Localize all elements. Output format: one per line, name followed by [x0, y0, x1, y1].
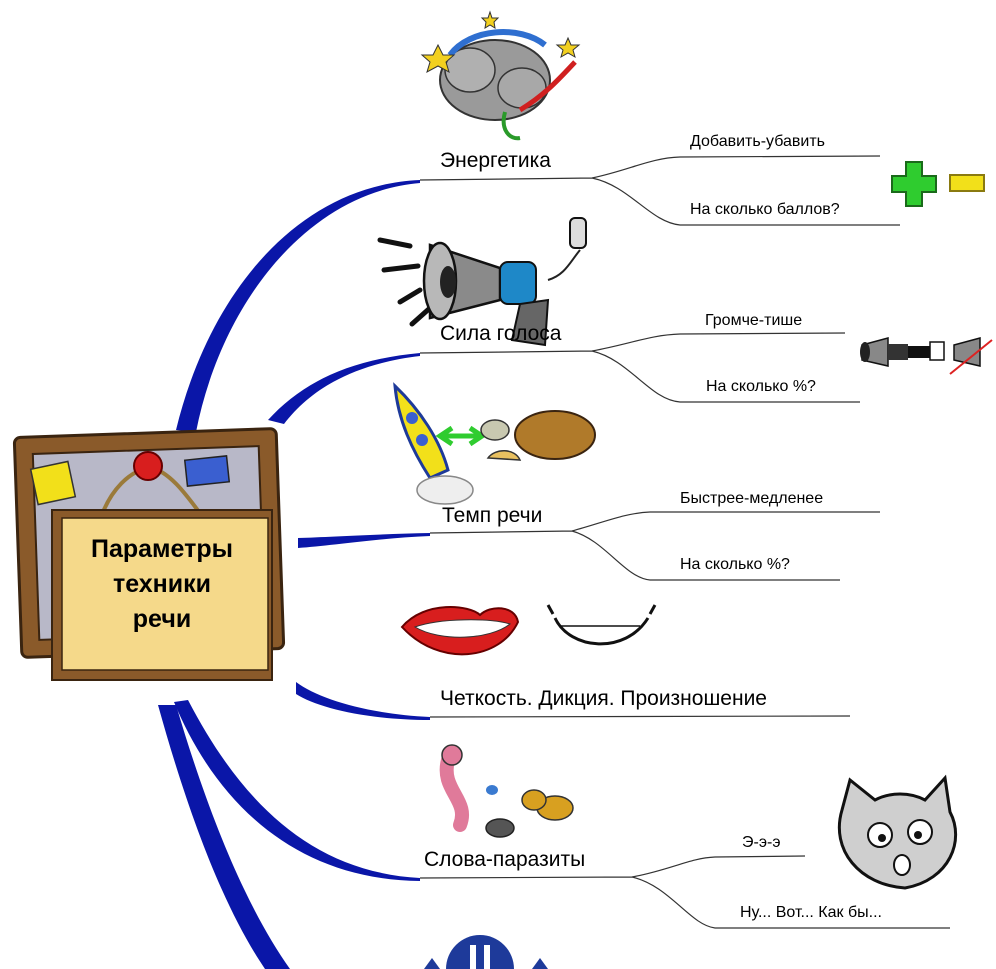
explosion-cloud-icon	[420, 10, 581, 141]
sub-fillers-words[interactable]: Ну... Вот... Как бы...	[740, 904, 882, 921]
worm-bugs-icon	[439, 744, 574, 838]
line-tempo	[429, 511, 880, 581]
sub-energy-add[interactable]: Добавить-убавить	[690, 133, 826, 150]
central-title-line: речи	[132, 605, 192, 633]
branch-fillers[interactable]: Слова-паразиты	[424, 848, 586, 871]
sub-voice-percent[interactable]: На сколько %?	[706, 378, 816, 395]
megaphone-icon	[377, 217, 587, 347]
megaphone-volume-icon	[860, 337, 993, 375]
sub-tempo-speed[interactable]: Быстрее-медленее	[680, 490, 824, 507]
central-title-line: техники	[112, 570, 212, 598]
minus-icon	[949, 174, 985, 192]
central-title-line: Параметры	[91, 535, 233, 563]
branch-energy[interactable]: Энергетика	[440, 149, 551, 172]
line-diction	[429, 715, 851, 718]
branch-lines	[419, 155, 950, 929]
plus-icon	[891, 161, 937, 207]
trunk-voice	[268, 353, 420, 424]
line-fillers	[419, 855, 950, 929]
branch-voice[interactable]: Сила голоса	[440, 322, 562, 345]
trunk-branches	[158, 180, 430, 969]
sub-fillers-ee[interactable]: Э-э-э	[742, 834, 781, 851]
rocket-turtle-icon	[393, 382, 596, 505]
trunk-bottom	[158, 705, 290, 969]
line-energy	[419, 155, 900, 226]
branch-tempo[interactable]: Темп речи	[442, 504, 543, 527]
trunk-fillers	[174, 700, 420, 881]
trunk-energy	[176, 180, 420, 432]
blue-ball-icon	[424, 935, 548, 969]
trunk-tempo	[298, 533, 430, 548]
lips-smile-icon	[400, 604, 657, 656]
central-topic[interactable]: Параметры техники речи	[52, 532, 272, 637]
sub-voice-louder[interactable]: Громче-тише	[705, 312, 803, 329]
trunk-diction	[296, 682, 430, 720]
sub-energy-points[interactable]: На сколько баллов?	[690, 201, 840, 218]
line-voice	[419, 332, 860, 403]
branch-diction[interactable]: Четкость. Дикция. Произношение	[440, 687, 767, 710]
sub-tempo-percent[interactable]: На сколько %?	[680, 556, 790, 573]
cat-face-icon	[837, 774, 958, 890]
cork-board-icon	[12, 427, 286, 681]
